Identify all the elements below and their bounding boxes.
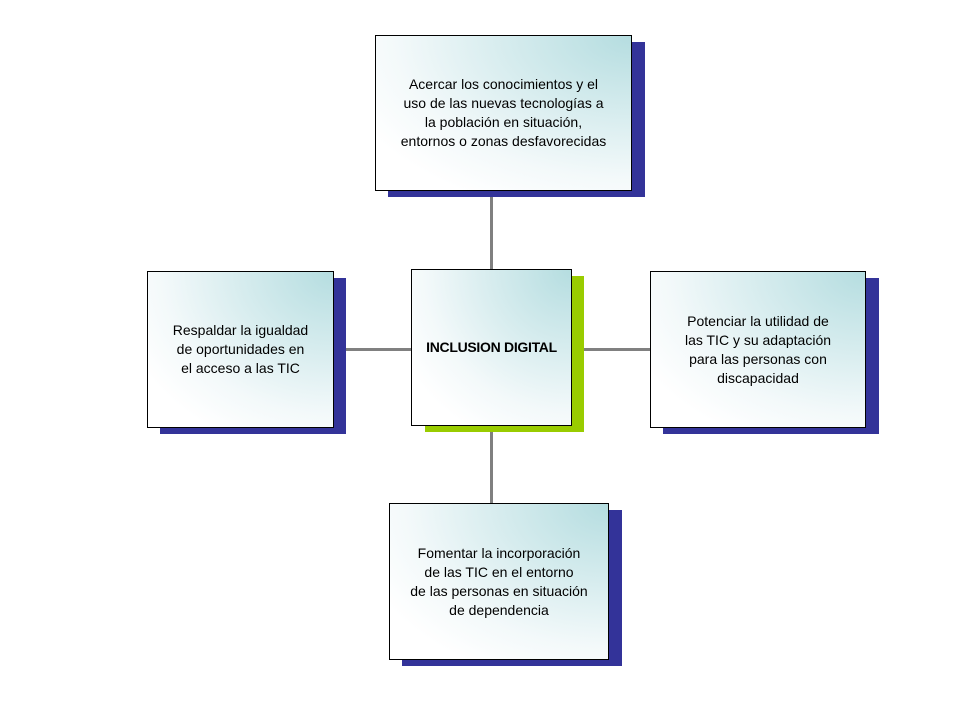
connector-bottom: [490, 425, 493, 504]
center-node: INCLUSION DIGITAL: [411, 269, 572, 426]
connector-top: [490, 190, 493, 270]
left-node: Respaldar la igualdad de oportunidades e…: [147, 271, 334, 428]
bottom-node: Fomentar la incorporación de las TIC en …: [389, 503, 609, 660]
connector-right: [571, 348, 651, 351]
right-node: Potenciar la utilidad de las TIC y su ad…: [650, 271, 866, 428]
top-node: Acercar los conocimientos y el uso de la…: [375, 35, 632, 191]
connector-left: [333, 348, 412, 351]
